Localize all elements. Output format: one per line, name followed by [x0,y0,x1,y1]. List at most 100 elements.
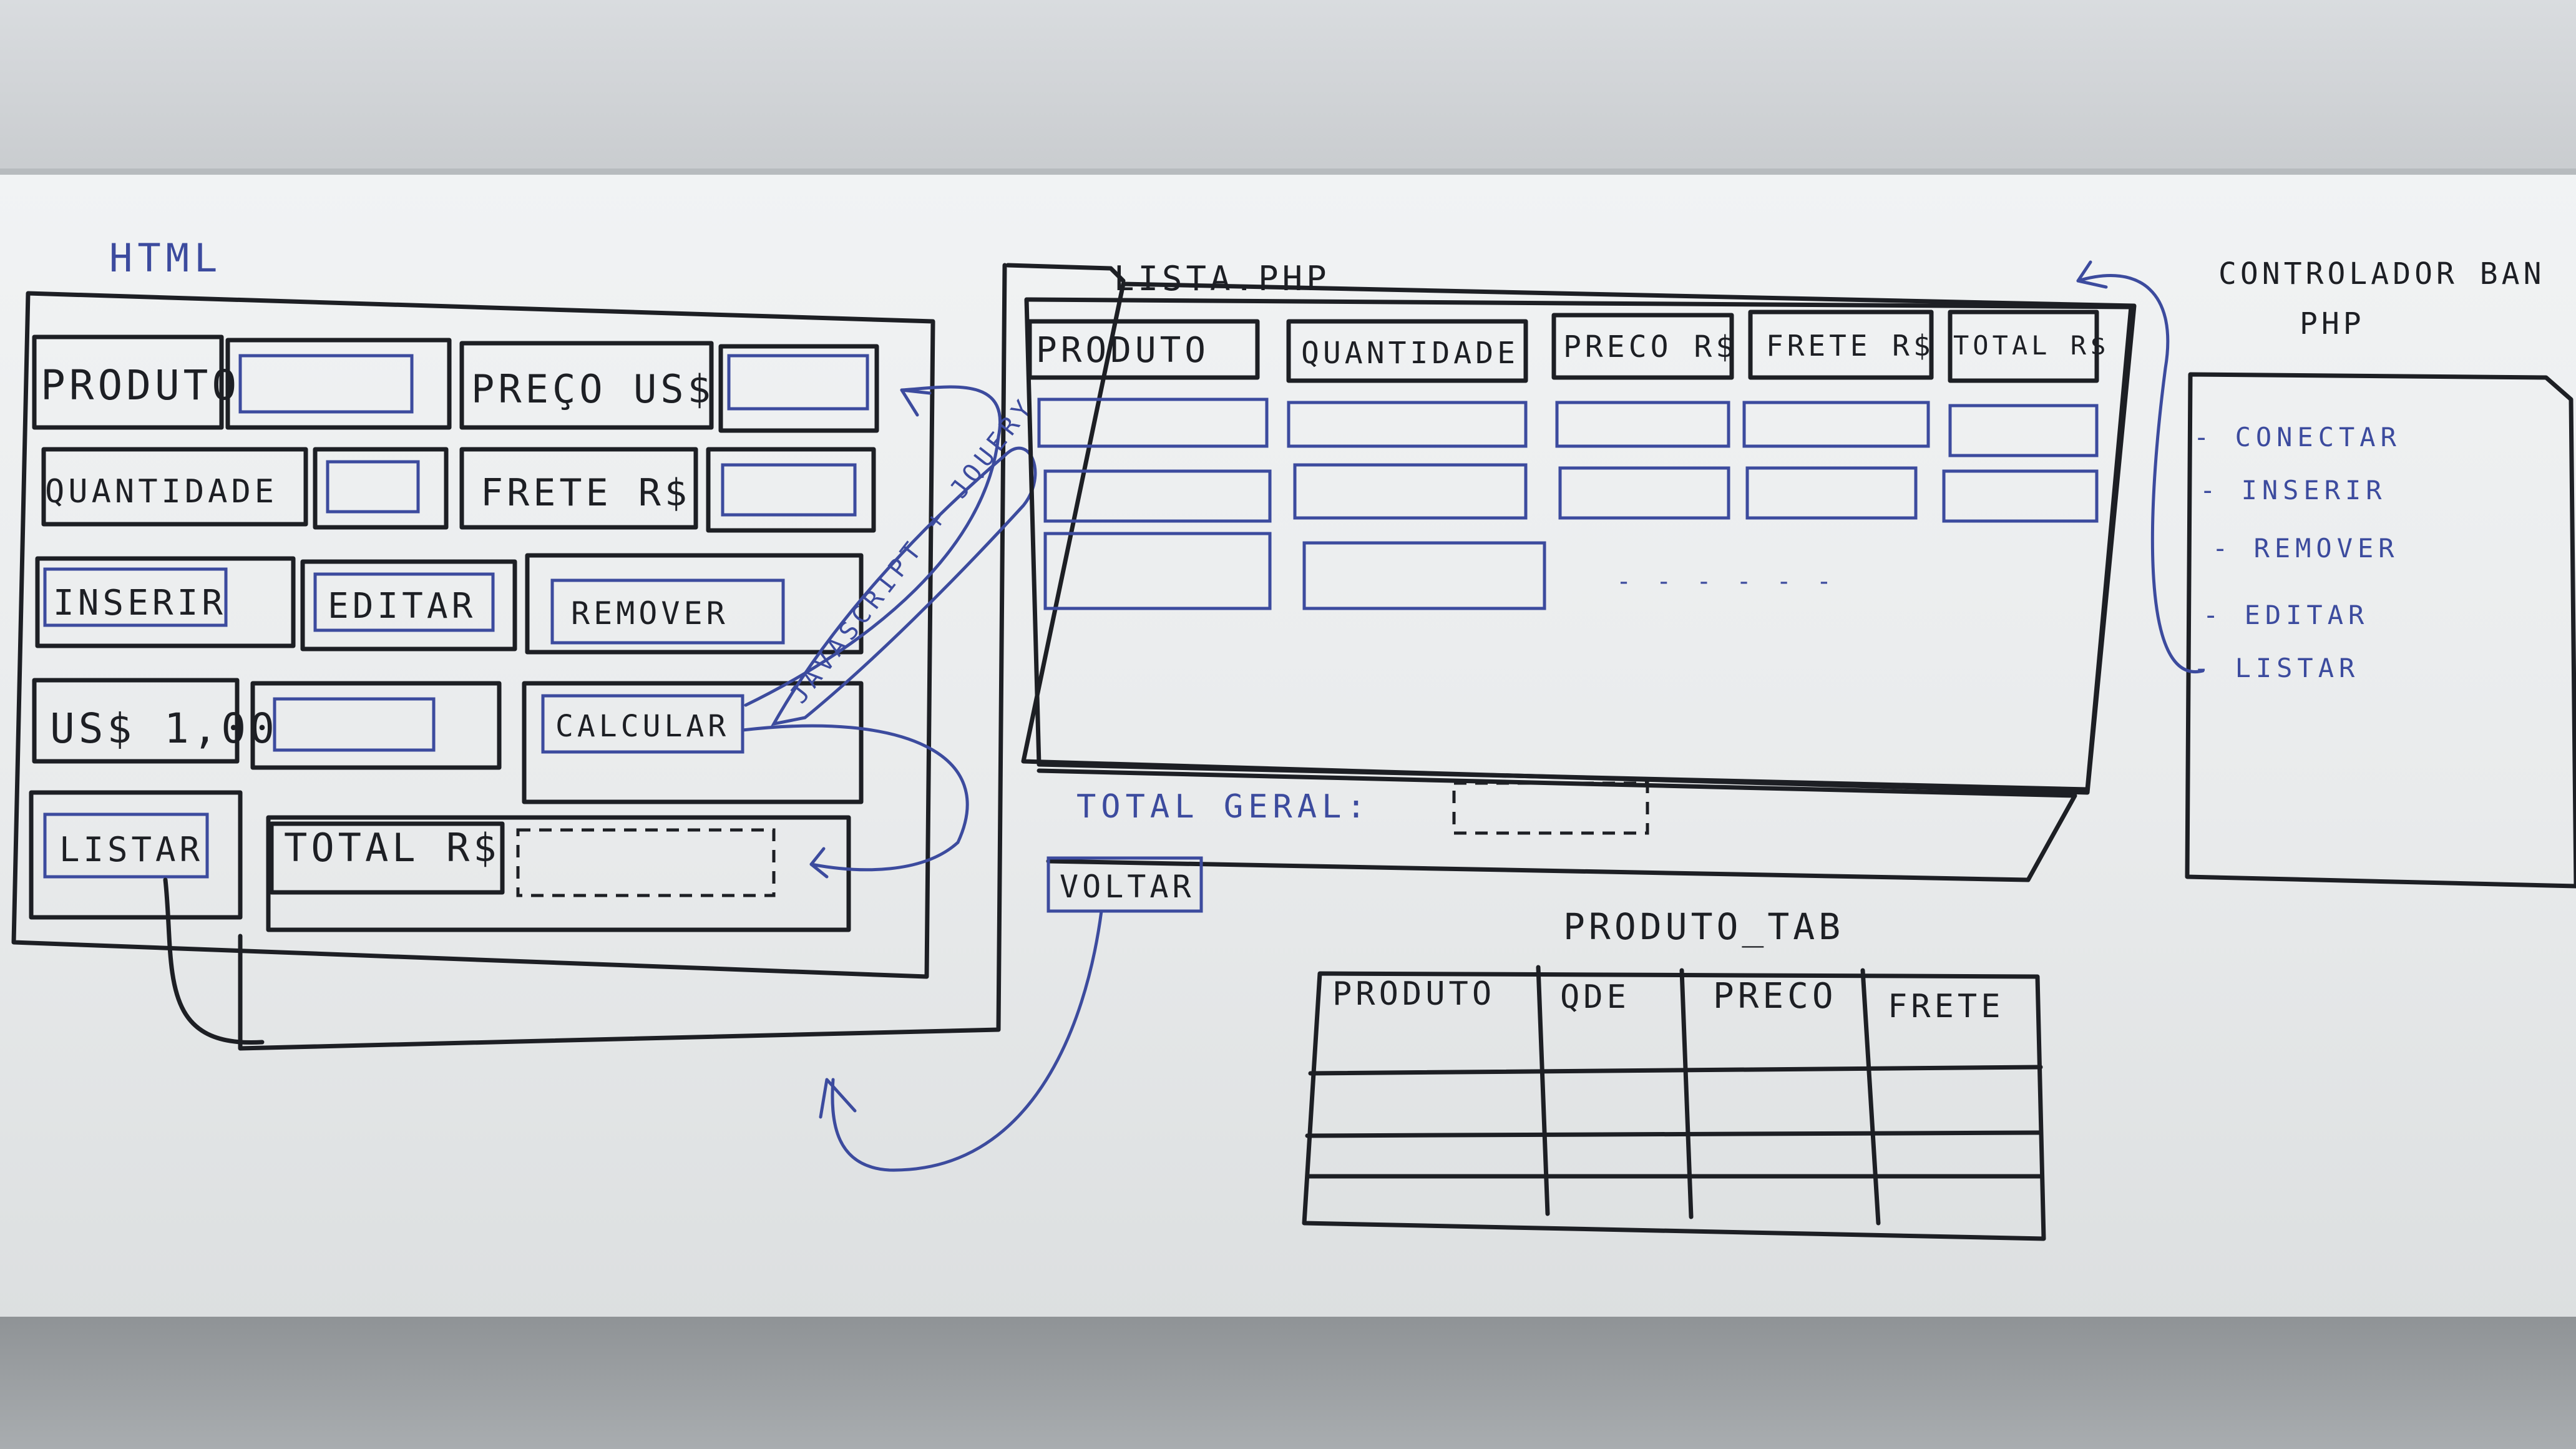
cell [1948,404,2099,457]
produto-tab-col-frete: FRETE [1888,988,2004,1025]
listar-to-lista-arrow [2076,274,2205,674]
total-geral-label: TOTAL GERAL: [1076,788,1371,826]
controlador-arrowhead [2076,260,2108,289]
produto-label-box [32,334,224,430]
controlador-title: CONTROLADOR BAN [2218,256,2545,291]
remover-button-label: REMOVER [571,595,729,632]
quantidade-label: QUANTIDADE [45,473,278,510]
dollar-rate-label: US$ 1,00 [50,705,278,753]
voltar-button-label: VOLTAR [1060,869,1195,905]
rows-ellipsis: - - - - - - [1616,567,1837,596]
frete-label-box [459,447,698,530]
produto-tab-col-qde: QDE [1560,978,1630,1016]
listar-button-box[interactable] [29,790,243,920]
cell [1302,541,1546,610]
controlador-item: - CONECTAR [2193,422,2401,452]
listar-button-label: LISTAR [59,830,203,869]
lista-php-sketch: LISTA.PHP PRODUTO QUANTIDADE PRECO R$ FR… [819,259,2137,1172]
wall-background [0,0,2576,187]
col-preco-box [1551,313,1734,380]
col-quantidade-box [1286,319,1528,383]
cell [1942,469,2099,523]
preco-input-box[interactable] [718,344,879,433]
lista-php-title: LISTA.PHP [1114,259,1330,298]
col-produto-box [1027,319,1260,380]
produto-tab-sketch: PRODUTO_TAB PRODUTO QDE PRECO FRETE [1302,905,2046,1241]
voltar-button[interactable] [1046,856,1203,913]
controlador-item: - EDITAR [2203,600,2369,630]
total-geral-output [1452,781,1649,835]
editar-button-box[interactable] [300,559,517,651]
html-form-outer-frame [11,291,935,979]
produto-input[interactable] [238,354,414,414]
lista-outer-frame [1005,263,2137,795]
quantidade-input-box[interactable] [313,447,449,530]
html-form-title: HTML [109,235,222,281]
total-label: TOTAL R$ [284,825,500,871]
controlador-item: - REMOVER [2212,533,2399,564]
frete-input-box[interactable] [706,447,876,533]
editar-button[interactable] [313,572,495,632]
controlador-item: - LISTAR [2193,653,2359,683]
dollar-input-box[interactable] [250,681,502,770]
inserir-button-box[interactable] [35,556,296,648]
cell [1043,532,1272,610]
produto-label: PRODUTO [41,361,240,409]
voltar-back-arrow [831,909,1103,1172]
cell [1287,401,1528,448]
frete-label: FRETE R$ [481,471,691,515]
col-preco: PRECO R$ [1563,329,1737,364]
produto-tab-col-produto: PRODUTO [1332,975,1495,1013]
html-form-back-frame [238,263,1007,1051]
cell [1742,401,1930,448]
dollar-rate-box [32,678,240,764]
cell [1293,463,1528,520]
calcular-button-label: CALCULAR [555,709,729,744]
lista-rows: - - - - - - [1037,398,2099,610]
produto-input-box[interactable] [225,338,452,430]
inserir-button[interactable] [43,567,228,627]
col-total-box [1948,310,2099,383]
total-geral-row [1037,768,2077,882]
preco-label: PREÇO US$ [471,366,715,412]
cell [1558,466,1730,520]
frete-input[interactable] [721,463,857,517]
remover-button-box[interactable] [525,553,864,655]
calcular-to-preco-arrow [744,385,1002,707]
calcular-arrowhead-up [900,388,932,417]
produto-tab-col-preco: PRECO [1713,976,1837,1017]
inserir-button-label: INSERIR [53,583,227,623]
calcular-to-total-arrow [741,724,969,872]
listar-to-lista-line [163,877,265,1045]
col-frete: FRETE R$ [1766,329,1934,363]
col-frete-box [1748,310,1934,380]
calcular-button[interactable] [541,694,744,754]
total-box [266,815,851,932]
controlador-sketch: CONTROLADOR BAN PHP - CONECTAR - INSERIR… [2076,256,2576,889]
produto-tab-title: PRODUTO_TAB [1563,905,1844,948]
voltar-arrowhead [819,1078,857,1119]
quantidade-label-box [41,447,308,527]
cell [1745,466,1918,520]
total-arrowhead [809,847,829,879]
html-form-sketch: HTML PRODUTO PREÇO US$ QUANTIDADE FRETE … [11,235,1041,1051]
quantidade-input[interactable] [326,460,420,514]
remover-button[interactable] [550,578,785,645]
listar-button[interactable] [43,812,209,879]
cell [1043,469,1272,523]
editar-button-label: EDITAR [328,586,476,627]
marker-tray [0,1317,2576,1449]
calcular-button-box[interactable] [522,681,864,804]
col-total: TOTAL R$ [1953,330,2109,361]
lista-inner-frame [1024,297,2134,792]
preco-label-box [459,341,714,430]
controlador-subtitle: PHP [2300,306,2365,341]
dollar-input[interactable] [273,697,436,752]
controlador-frame [2185,372,2576,889]
col-produto: PRODUTO [1036,330,1209,371]
controlador-item: - INSERIR [2200,475,2387,505]
cell [1037,398,1269,448]
cell [1555,401,1730,448]
preco-input[interactable] [727,354,869,411]
